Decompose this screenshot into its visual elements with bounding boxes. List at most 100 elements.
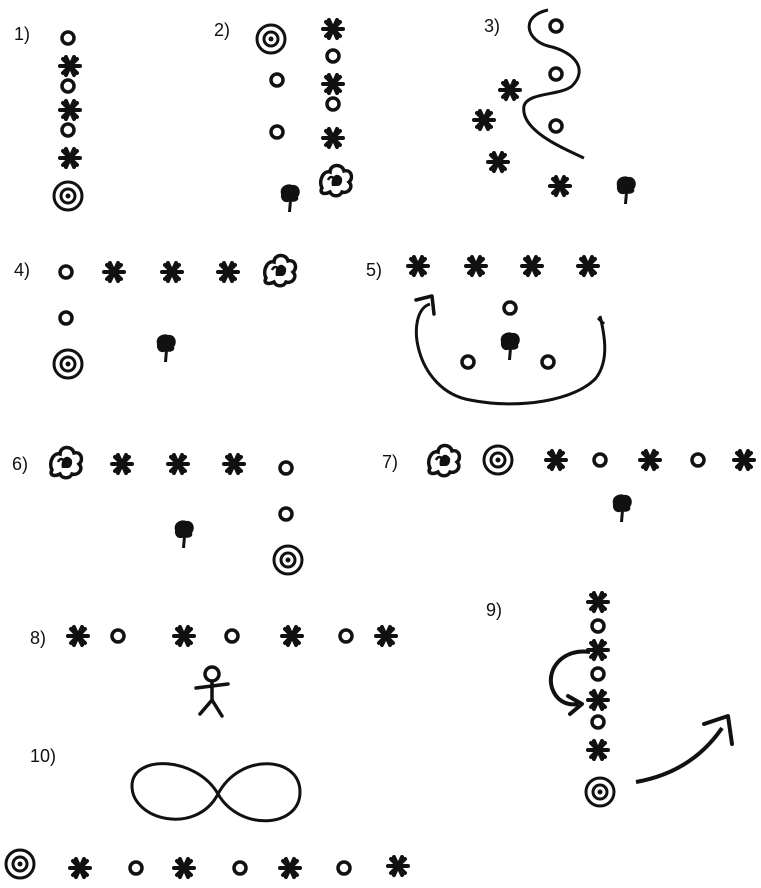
asterisk-icon [66,625,90,647]
asterisk-icon [280,625,304,647]
target-icon [52,180,84,212]
exit-arrow-path [635,726,724,784]
asterisk-icon [374,625,398,647]
asterisk-icon [406,255,430,277]
diagram-3-label: 3) [484,16,500,36]
cone-icon [58,264,74,280]
asterisk-icon [172,625,196,647]
target-icon [255,23,287,55]
target-icon [4,848,36,880]
diagram-6-label: 6) [12,454,28,474]
arrow-icon [414,294,436,316]
asterisk-icon [58,147,82,169]
target-icon [482,444,514,476]
diagram-1: 1) [14,24,84,212]
diagram-4-label: 4) [14,260,30,280]
cone-icon [336,860,352,876]
cone-icon [548,118,564,134]
asterisk-icon [172,857,196,879]
diagram-2: 2) [214,18,354,212]
cone-icon [269,72,285,88]
loop-arrow-path [415,302,607,406]
asterisk-icon [278,857,302,879]
asterisk-icon [321,18,345,40]
cone-icon [460,354,476,370]
asterisk-icon [386,855,410,877]
cone-icon [232,860,248,876]
asterisk-icon [58,55,82,77]
asterisk-icon [732,449,756,471]
arrow-icon [566,694,584,716]
cone-icon [60,78,76,94]
asterisk-icon [222,453,246,475]
bush-icon [262,253,298,288]
diagram-1-label: 1) [14,24,30,44]
cone-icon [278,460,294,476]
target-icon [272,544,304,576]
bush-icon [426,443,462,478]
asterisk-icon [638,449,662,471]
diagram-9-label: 9) [486,600,502,620]
asterisk-icon [321,127,345,149]
asterisk-icon [472,109,496,131]
asterisk-icon [166,453,190,475]
diagram-3: 3) [472,8,636,204]
cone-icon [58,310,74,326]
cone-icon [325,48,341,64]
cone-icon [540,354,556,370]
asterisk-icon [498,79,522,101]
asterisk-icon [216,261,240,283]
asterisk-icon [464,255,488,277]
tree-icon [500,332,520,360]
cone-icon [338,628,354,644]
cone-icon [110,628,126,644]
cone-icon [502,300,518,316]
cone-icon [592,452,608,468]
asterisk-icon [321,73,345,95]
loop-end-tick [596,316,606,326]
tree-icon [174,520,194,548]
curl-arrow-path [548,649,591,707]
tree-icon [616,176,636,204]
figure-eight-path [130,762,302,823]
cone-icon [548,18,564,34]
cone-icon [128,860,144,876]
tree-icon [280,184,300,212]
diagram-9: 9) [486,591,734,808]
asterisk-icon [586,739,610,761]
diagram-5: 5) [366,255,607,406]
asterisk-icon [586,689,610,711]
asterisk-icon [586,639,610,661]
diagram-5-label: 5) [366,260,382,280]
diagram-8: 8) [30,625,398,718]
bush-icon [318,163,354,198]
diagram-6: 6) [12,445,304,576]
weave-path-line [522,8,585,160]
asterisk-icon [520,255,544,277]
tree-icon [612,494,632,522]
bush-icon [48,445,84,480]
asterisk-icon [586,591,610,613]
asterisk-icon [160,261,184,283]
diagram-10-label: 10) [30,746,56,766]
diagram-4: 4) [14,253,298,380]
cone-icon [60,30,76,46]
diagram-10: 10) [4,746,410,880]
cone-icon [690,452,706,468]
tree-icon [156,334,176,362]
asterisk-icon [58,99,82,121]
cone-icon [278,506,294,522]
asterisk-icon [110,453,134,475]
asterisk-icon [576,255,600,277]
cone-icon [548,66,564,82]
diagram-8-label: 8) [30,628,46,648]
asterisk-icon [544,449,568,471]
arrow-icon [702,714,734,746]
cone-icon [325,96,341,112]
diagram-2-label: 2) [214,20,230,40]
cone-icon [590,618,606,634]
asterisk-icon [486,151,510,173]
target-icon [584,776,616,808]
diagram-7-label: 7) [382,452,398,472]
